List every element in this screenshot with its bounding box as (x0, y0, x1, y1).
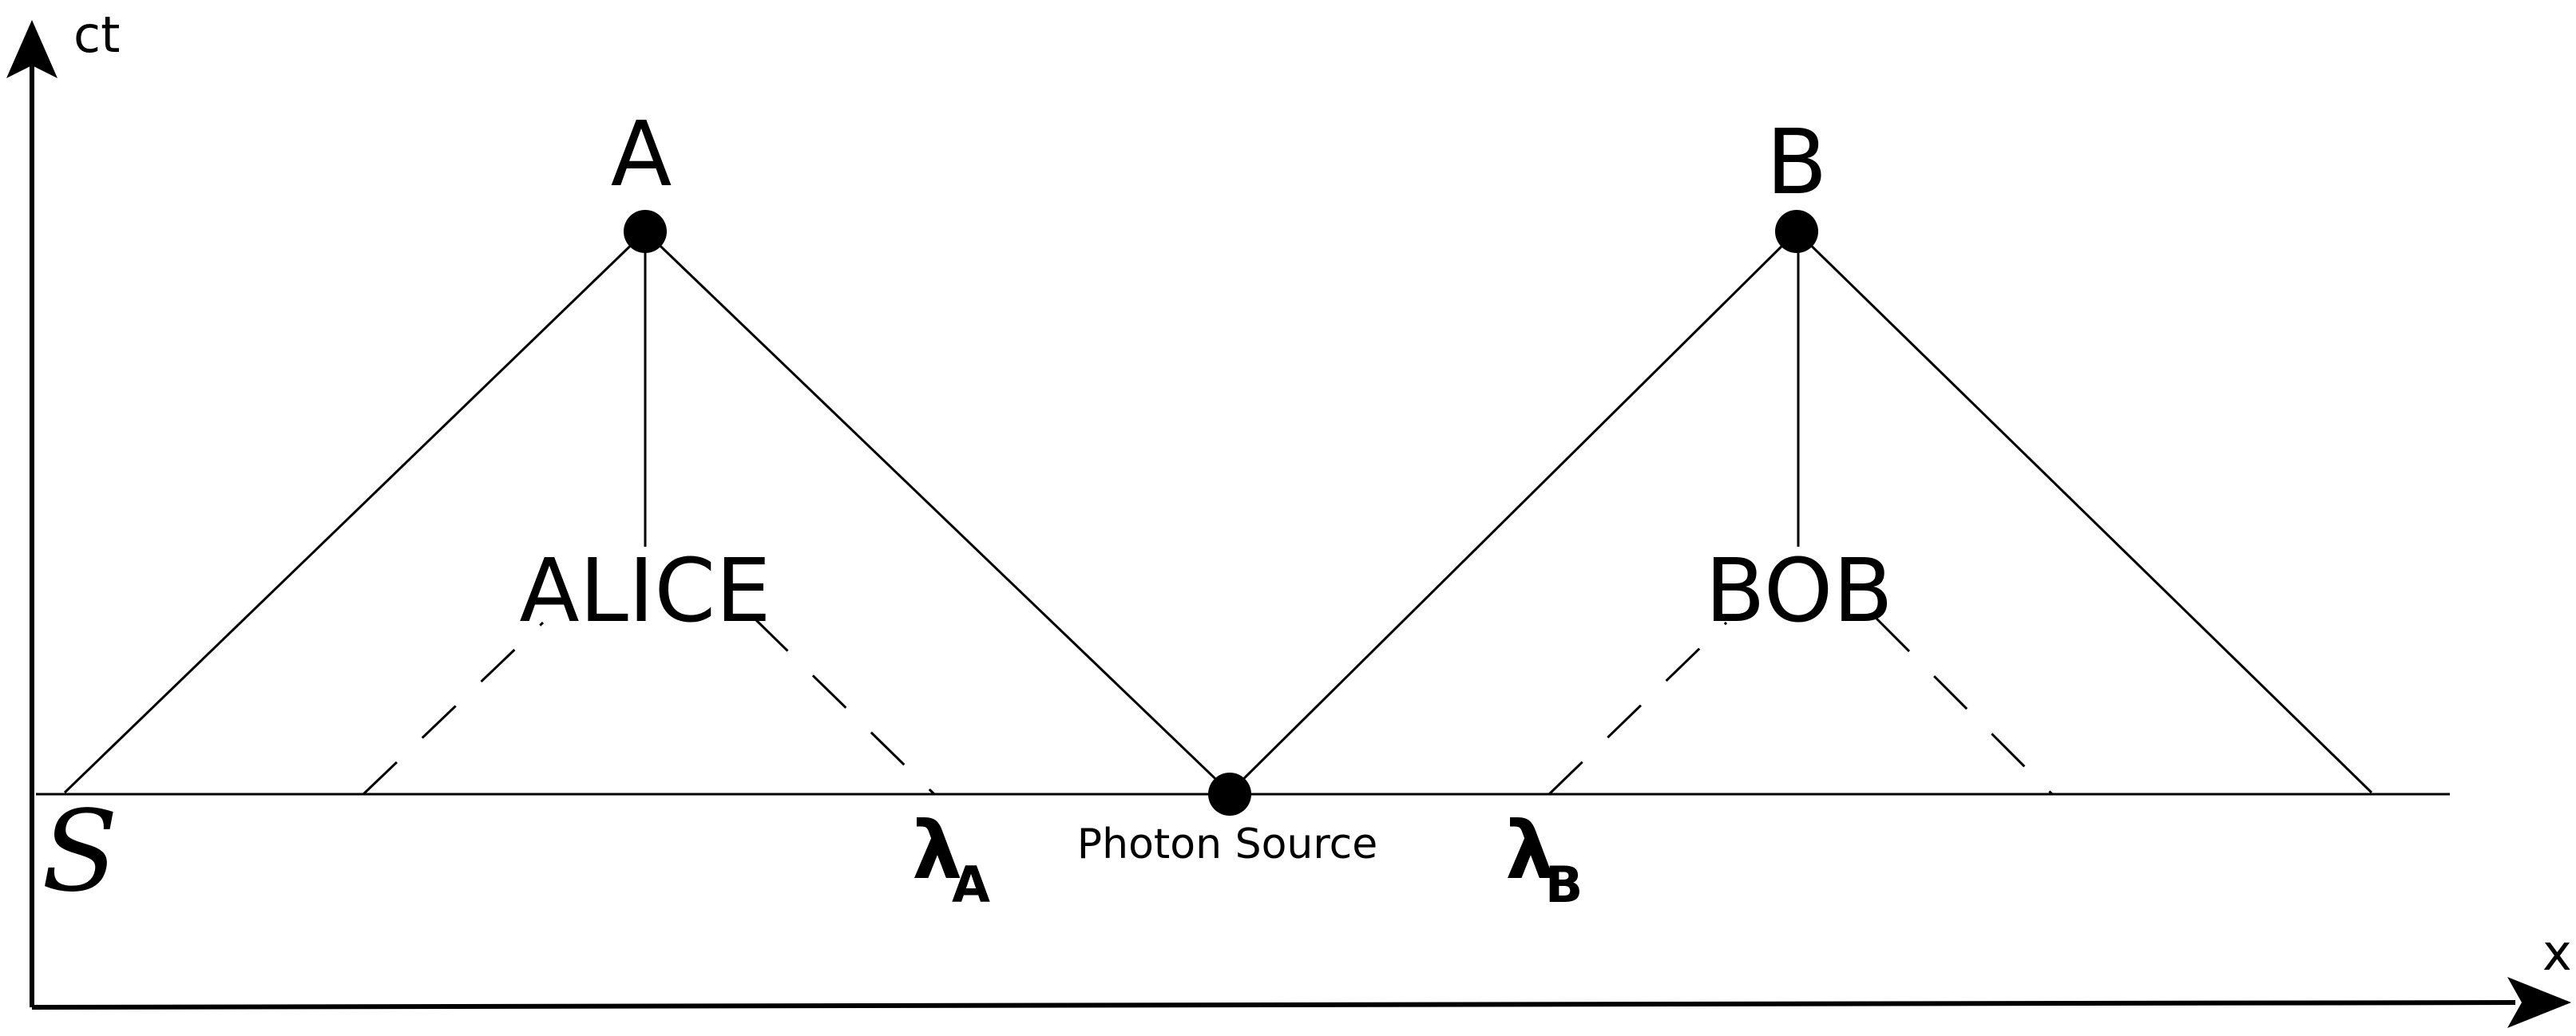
alice-dashed-left (362, 621, 545, 796)
axes (30, 64, 2516, 1010)
cone-b-right (1795, 230, 2373, 794)
event-b-label: B (1766, 111, 1828, 215)
horizontal-axis-arrowhead (2507, 977, 2571, 1028)
lambda-a-symbol: λ (912, 804, 962, 897)
surface-label: S (42, 787, 118, 917)
bob-dashed-right (1875, 617, 2054, 796)
lambda-a-subscript: A (952, 856, 990, 914)
light-cones (63, 230, 2373, 794)
vertical-axis-arrowhead (6, 20, 57, 78)
photon-source-dot (1208, 773, 1251, 816)
bob-label: BOB (1705, 540, 1893, 642)
alice-dashed-right (753, 617, 936, 796)
lambda-b-label: λ B (1505, 804, 1583, 914)
cone-a-right (644, 230, 1231, 794)
alice-label: ALICE (519, 540, 771, 642)
horizontal-axis (31, 1000, 2516, 1010)
event-a-label: A (611, 103, 672, 207)
dashed-cones (362, 617, 2054, 796)
event-b-dot (1775, 210, 1818, 253)
photon-source-label: Photon Source (1077, 820, 1377, 868)
lambda-b-subscript: B (1545, 856, 1583, 914)
worldlines (644, 231, 1800, 547)
lambda-b-symbol: λ (1505, 804, 1556, 897)
cone-b-left (1228, 230, 1798, 794)
cone-a-left (63, 230, 647, 794)
bob-dashed-left (1548, 621, 1728, 796)
horizontal-axis-label: x (2542, 923, 2572, 982)
event-a-dot (624, 210, 667, 253)
vertical-axis-label: ct (73, 6, 120, 64)
lambda-a-label: λ A (912, 804, 990, 914)
